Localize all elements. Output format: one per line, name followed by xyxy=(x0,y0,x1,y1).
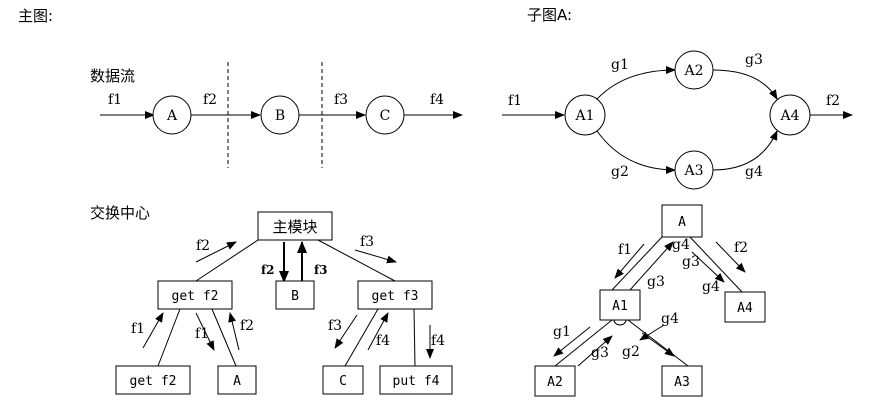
label-f2-mid: f2 xyxy=(240,318,254,334)
get-f2-leaf-label: get f2 xyxy=(130,374,177,389)
a-leaf-box xyxy=(217,365,257,395)
tree-label-g2: g2 xyxy=(622,344,640,360)
tree-arrow-g4-up xyxy=(629,241,674,291)
sub-label-f1: f1 xyxy=(508,93,522,109)
tree-label-g4-low: g4 xyxy=(661,311,679,327)
sub-label-g2: g2 xyxy=(611,164,629,180)
arrow-f2-top xyxy=(195,241,237,263)
sub-title: 子图A: xyxy=(527,6,572,24)
edge-getf3-c xyxy=(344,308,379,367)
tree-a1-box xyxy=(599,289,641,321)
tree-arrow-g4-low xyxy=(639,324,665,341)
sub-arrow-g3 xyxy=(712,69,778,100)
c-leaf-box xyxy=(322,365,364,395)
label-f3-up: f3 xyxy=(314,263,328,277)
tree-a3-label: A3 xyxy=(674,375,690,390)
tree-edge-a1-a3 xyxy=(627,319,689,367)
exchange-heading: 交换中心 xyxy=(90,204,150,222)
label-f4-mid: f4 xyxy=(376,333,390,349)
tree-a4-box xyxy=(724,291,766,323)
a-leaf-label: A xyxy=(233,374,241,389)
tree-arrow-g2 xyxy=(641,332,675,357)
tree-root-label: A xyxy=(678,215,686,230)
arrow-f1-mid xyxy=(195,312,215,351)
tree-label-g4-right: g4 xyxy=(702,279,720,295)
sub-label-g3: g3 xyxy=(745,52,763,68)
arrow-f2-mid xyxy=(228,312,240,351)
tree-edge-a1-a2 xyxy=(554,319,613,367)
tree-label-g3-low: g3 xyxy=(591,345,609,361)
tree-arrow-f1 xyxy=(614,243,645,279)
flow-node-c-label: C xyxy=(380,108,391,124)
tree-arrow-g3-low xyxy=(577,335,613,367)
main-module-box xyxy=(257,211,333,241)
sub-arrow-g1 xyxy=(596,66,676,100)
tree-label-f2: f2 xyxy=(734,240,748,256)
sub-arrow-g4 xyxy=(712,130,778,171)
sub-label-f2: f2 xyxy=(826,93,840,109)
flow-node-a-label: A xyxy=(166,108,178,124)
flow-label-f4: f4 xyxy=(430,92,444,108)
main-title: 主图: xyxy=(18,7,53,25)
get-f2-leaf-box xyxy=(115,365,191,395)
tree-root-box xyxy=(661,204,703,238)
tree-arrow-g3 xyxy=(691,251,725,283)
tree-label-g4-top: g4 xyxy=(672,237,690,253)
tree-a1-label: A1 xyxy=(612,299,628,314)
label-f2-down: f2 xyxy=(261,263,275,277)
tree-arrow-g1 xyxy=(553,326,591,357)
tree-label-g1: g1 xyxy=(553,324,571,340)
get-f3-label: get f3 xyxy=(372,289,419,304)
tree-a2-label: A2 xyxy=(547,375,563,390)
tree-label-f1: f1 xyxy=(618,242,632,258)
tree-a4-label: A4 xyxy=(737,301,753,316)
tree-label-g3-right: g3 xyxy=(682,254,700,270)
main-module-label: 主模块 xyxy=(272,218,317,236)
tree-edge-a-a1 xyxy=(611,236,663,291)
flow-label-f3: f3 xyxy=(334,92,348,108)
sub-node-a1-label: A1 xyxy=(574,108,594,124)
edge-main-getf2 xyxy=(195,239,259,282)
get-f2-label: get f2 xyxy=(172,289,219,304)
label-f4-right: f4 xyxy=(431,333,445,349)
tree-label-g3-mid: g3 xyxy=(647,274,665,290)
b-box xyxy=(275,280,315,310)
flow-node-b-label: B xyxy=(275,108,285,124)
label-f3-left: f3 xyxy=(328,318,342,334)
edge-getf3-put xyxy=(413,308,416,367)
put-f4-label: put f4 xyxy=(393,374,440,389)
sub-node-a1 xyxy=(564,94,606,136)
arrow-f1-left xyxy=(142,312,164,349)
sub-node-a3-label: A3 xyxy=(683,163,703,179)
edge-getf2-a xyxy=(211,308,237,367)
tree-a2-box xyxy=(534,365,576,397)
arrow-f4-mid xyxy=(367,312,389,351)
sub-arrow-g2 xyxy=(596,130,676,174)
edge-getf2-leaf xyxy=(157,308,181,367)
get-f2-box xyxy=(157,280,233,310)
data-flow-heading: 数据流 xyxy=(90,67,135,85)
edge-main-getf3 xyxy=(317,239,396,282)
sub-label-g1: g1 xyxy=(611,57,629,73)
b-label: B xyxy=(291,289,299,304)
arrow-f3-left xyxy=(334,314,358,349)
tree-a3-box xyxy=(661,365,703,397)
arrow-f3-top xyxy=(354,249,397,264)
sub-node-a2-label: A2 xyxy=(683,63,703,79)
tree-arrow-f2 xyxy=(715,241,746,273)
c-leaf-label: C xyxy=(339,374,347,389)
flow-label-f2: f2 xyxy=(203,92,217,108)
put-f4-box xyxy=(379,365,453,395)
sub-label-g4: g4 xyxy=(745,164,763,180)
flow-label-f1: f1 xyxy=(108,92,122,108)
label-f1-left: f1 xyxy=(131,321,145,337)
label-f1-mid: f1 xyxy=(195,326,209,342)
get-f3-box xyxy=(357,280,433,310)
tree-edge-a-a4 xyxy=(689,236,743,293)
label-f3-top: f3 xyxy=(360,234,374,250)
sub-node-a4-label: A4 xyxy=(779,108,799,124)
label-f2-top: f2 xyxy=(196,238,210,254)
